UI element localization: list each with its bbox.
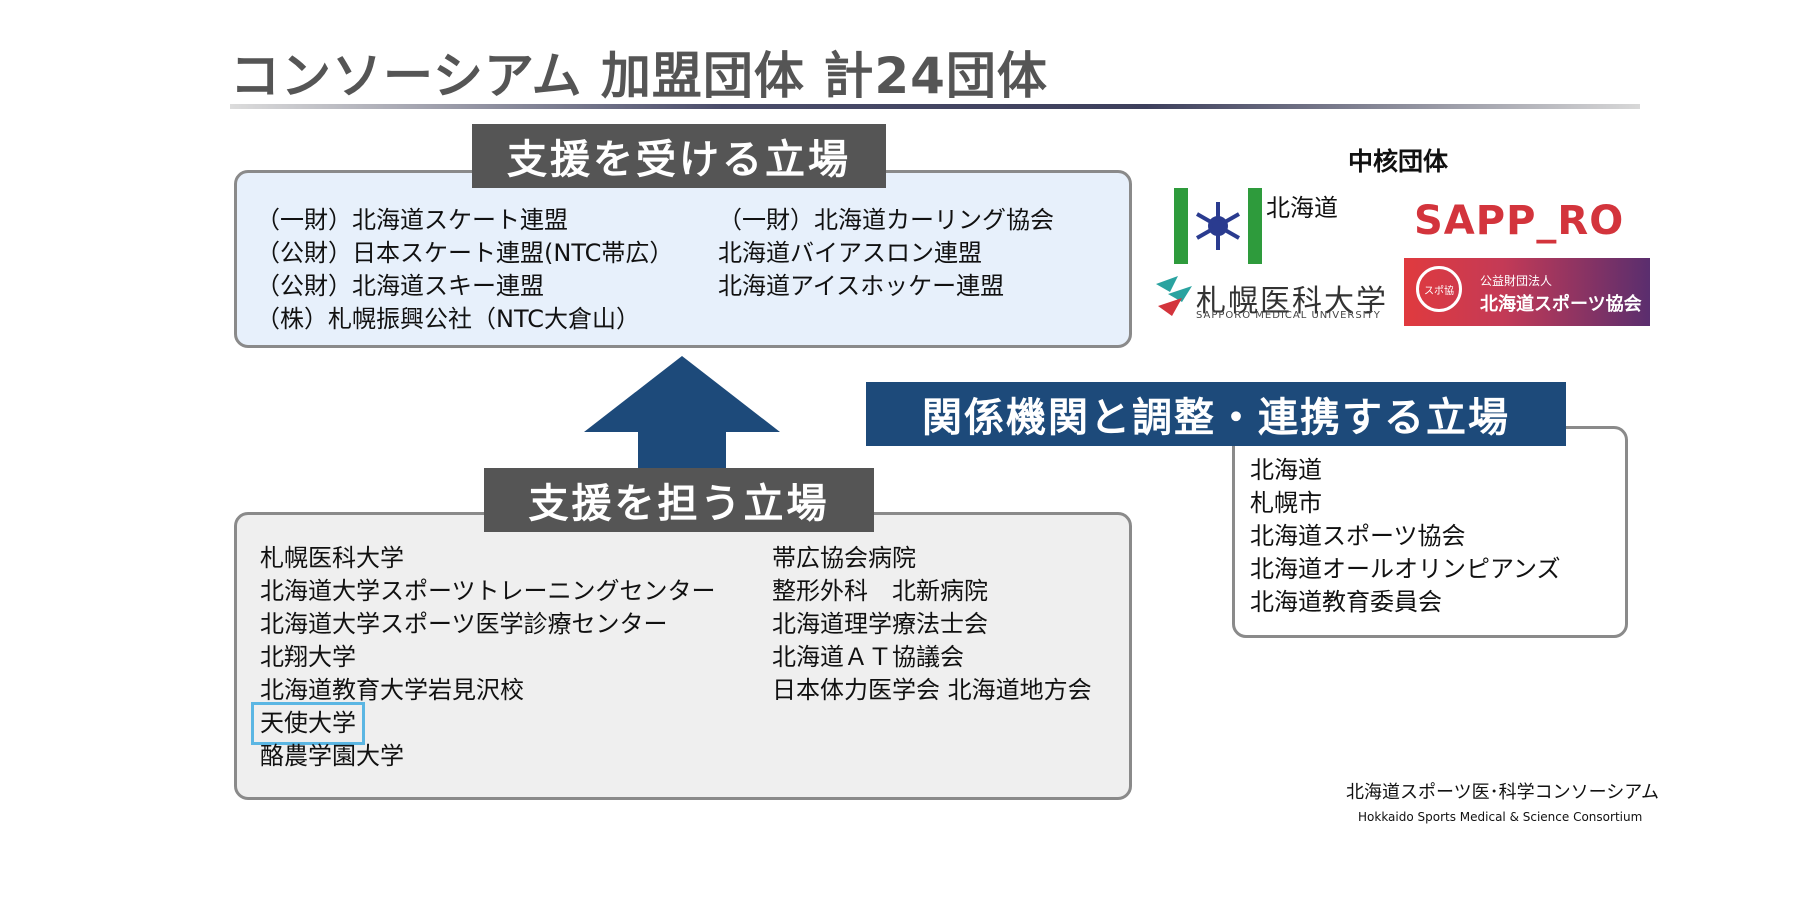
footer-org-name-jp: 北海道スポーツ医･科学コンソーシアム: [1346, 782, 1660, 803]
smu-logo-text: 札幌医科大学: [1196, 284, 1388, 319]
list-item: 酪農学園大学: [260, 742, 404, 770]
sapporo-logo: SAPP_RO: [1414, 198, 1625, 244]
list-item: （公財）北海道スキー連盟: [256, 272, 544, 300]
list-item: 北海道バイアスロン連盟: [718, 239, 982, 267]
list-item: 北海道大学スポーツトレーニングセンター: [260, 577, 716, 605]
highlighted-list-item: 天使大学: [251, 702, 365, 745]
list-item: 北海道理学療法士会: [772, 610, 988, 638]
list-item: 帯広協会病院: [772, 544, 916, 572]
receive-label: 支援を受ける立場: [472, 124, 886, 188]
hsa-logo-text: 北海道スポーツ協会: [1480, 294, 1642, 315]
list-item: （公財）日本スケート連盟(NTC帯広）: [256, 239, 674, 267]
smu-logo-subtext: SAPPORO MEDICAL UNIVERSITY: [1196, 310, 1381, 321]
core-heading: 中核団体: [1348, 147, 1449, 176]
up-arrow-icon: [584, 356, 780, 468]
list-item: 整形外科 北新病院: [772, 577, 988, 605]
provide-box: [234, 512, 1132, 800]
coord-box: [1232, 426, 1628, 638]
list-item: 北海道スポーツ協会: [1250, 522, 1466, 550]
page-title: コンソーシアム 加盟団体 計24団体: [230, 47, 1048, 105]
hsa-logo-subtext: 公益財団法人: [1480, 274, 1553, 288]
list-item: 北海道アイスホッケー連盟: [718, 272, 1005, 300]
hokkaido-logo-text: 北海道: [1266, 194, 1338, 222]
list-item: 北海道教育大学岩見沢校: [260, 676, 524, 704]
list-item: 北海道大学スポーツ医学診療センター: [260, 610, 668, 638]
receive-list-left: （一財）北海道スケート連盟 （公財）日本スケート連盟(NTC帯広） （公財）北海…: [256, 204, 673, 336]
provide-list-left: 札幌医科大学 北海道大学スポーツトレーニングセンター 北海道大学スポーツ医学診療…: [251, 542, 716, 773]
list-item: 北海道オールオリンピアンズ: [1250, 555, 1561, 583]
footer-org-name-en: Hokkaido Sports Medical & Science Consor…: [1358, 810, 1643, 824]
hsa-badge-icon: スポ協: [1416, 266, 1462, 312]
list-item: （一財）北海道カーリング協会: [718, 206, 1054, 234]
list-item: 北海道ＡＴ協議会: [772, 643, 964, 671]
provide-label: 支援を担う立場: [484, 468, 874, 532]
list-item: 天使大学: [251, 702, 716, 745]
list-item: 日本体力医学会 北海道地方会: [772, 676, 1092, 704]
provide-list-right: 帯広協会病院 整形外科 北新病院 北海道理学療法士会 北海道ＡＴ協議会 日本体力…: [772, 542, 1092, 707]
coord-label: 関係機関と調整・連携する立場: [866, 382, 1566, 446]
list-item: （一財）北海道スケート連盟: [256, 206, 568, 234]
smu-logo-icon: [1156, 276, 1192, 316]
list-item: （株）札幌振興公社（NTC大倉山）: [256, 305, 640, 333]
list-item: 札幌市: [1250, 489, 1322, 517]
receive-list-right: （一財）北海道カーリング協会 北海道バイアスロン連盟 北海道アイスホッケー連盟: [718, 204, 1054, 303]
title-divider: [230, 104, 1640, 109]
coord-list: 北海道 札幌市 北海道スポーツ協会 北海道オールオリンピアンズ 北海道教育委員会: [1250, 454, 1561, 619]
hokkaido-logo-icon: [1174, 188, 1262, 264]
list-item: 北海道: [1250, 456, 1322, 484]
list-item: 北海道教育委員会: [1250, 588, 1442, 616]
list-item: 札幌医科大学: [260, 544, 404, 572]
list-item: 北翔大学: [260, 643, 356, 671]
